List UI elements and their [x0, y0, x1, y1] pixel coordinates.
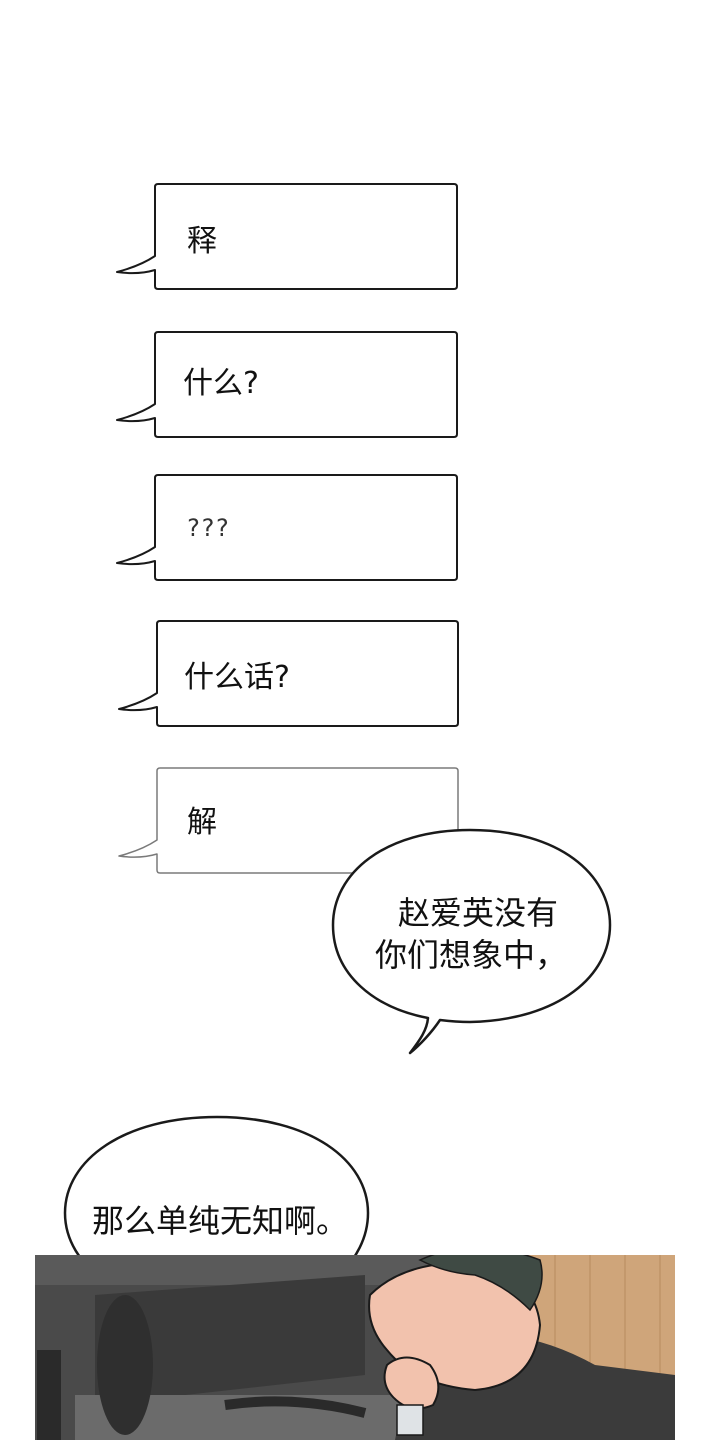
chat-message-3-text: ???: [186, 514, 230, 542]
chat-message-list: 释 什么? ??? 什么话? 解: [116, 183, 459, 874]
chat-message-2-text: 什么?: [183, 366, 259, 401]
chat-message-4-text: 什么话?: [184, 660, 290, 695]
chat-box-1: [116, 183, 458, 290]
chat-boxes-graphic: [116, 183, 459, 874]
speech-bubble-1: [331, 828, 612, 1055]
scene-illustration: [35, 1255, 675, 1440]
chat-box-4: [118, 620, 459, 727]
illustration-panel: [35, 1255, 675, 1440]
speech-bubble-2-text: 那么单纯无知啊。: [91, 1202, 348, 1240]
chat-box-5: [118, 767, 459, 874]
chat-message-5-text: 解: [187, 805, 217, 840]
speech-bubble-1-line-1: 赵爱英没有: [397, 894, 558, 932]
chat-box-2: [116, 331, 458, 438]
chat-box-3: [116, 474, 458, 581]
chat-message-1-text: 释: [187, 224, 217, 259]
speech-bubble-1-line-2: 你们想象中，: [374, 936, 567, 974]
